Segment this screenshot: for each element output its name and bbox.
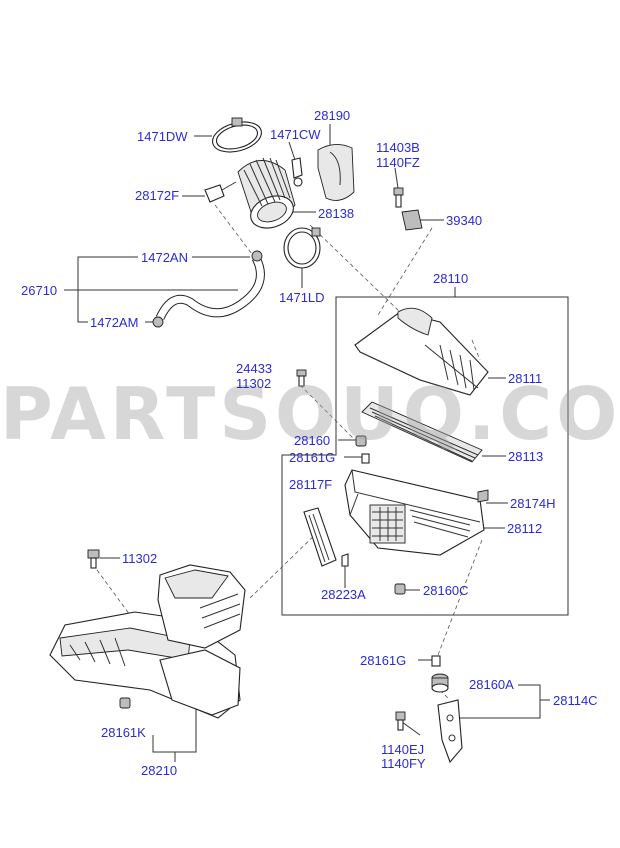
part-label-28161G-bottom[interactable]: 28161G (360, 653, 407, 668)
part-label-28112[interactable]: 28112 (507, 521, 543, 536)
grommet-28161G-bottom (431, 655, 441, 667)
part-label-1472AN[interactable]: 1472AN (141, 250, 188, 265)
part-label-28111[interactable]: 28111 (508, 371, 543, 386)
part-label-28160C[interactable]: 28160C (423, 583, 469, 598)
part-label-24433[interactable]: 24433 (236, 361, 273, 376)
part-label-1140FY[interactable]: 1140FY (381, 756, 426, 771)
part-label-28160A[interactable]: 28160A (469, 677, 514, 692)
grommet-28160C (394, 583, 406, 595)
hose-26710 (152, 250, 265, 328)
bolt-11302 (87, 549, 100, 569)
part-label-28138[interactable]: 28138 (318, 206, 355, 221)
clip-1471CW (291, 157, 303, 179)
grommet-28161G (361, 453, 370, 464)
bolt-1140EJ (395, 711, 406, 731)
part-label-1472AM[interactable]: 1472AM (90, 315, 139, 330)
cover-28111 (354, 307, 489, 396)
part-label-39340[interactable]: 39340 (446, 213, 483, 228)
clip-28223A (341, 553, 349, 567)
fitting-28174H (477, 489, 489, 503)
assembly-box-28110 (281, 296, 569, 616)
bolt-11403B (393, 187, 404, 208)
connector-28172F (204, 184, 225, 203)
part-label-28110[interactable]: 28110 (433, 271, 469, 286)
part-label-1140FZ[interactable]: 1140FZ (376, 155, 420, 170)
part-label-1471DW[interactable]: 1471DW (137, 129, 188, 144)
case-28112 (344, 469, 485, 556)
bracket-28114C (437, 699, 463, 764)
part-label-1471LD[interactable]: 1471LD (279, 290, 325, 305)
element-28117F (303, 507, 337, 567)
part-label-1140EJ[interactable]: 1140EJ (381, 742, 425, 757)
bracket-26710 (64, 256, 238, 323)
part-label-11403B[interactable]: 11403B (376, 140, 420, 155)
part-label-1471CW[interactable]: 1471CW (270, 127, 321, 142)
part-label-28223A[interactable]: 28223A (321, 587, 366, 602)
part-label-26710[interactable]: 26710 (21, 283, 58, 298)
sensor-39340 (401, 209, 423, 231)
grommet-28160A (431, 673, 449, 693)
grommet-28160 (355, 435, 367, 447)
filter-28113 (361, 401, 483, 463)
hose-28138 (237, 157, 296, 229)
part-label-11302-top[interactable]: 11302 (236, 376, 272, 391)
part-label-28172F[interactable]: 28172F (135, 188, 180, 203)
part-label-28210[interactable]: 28210 (141, 763, 178, 778)
part-label-28160[interactable]: 28160 (294, 433, 331, 448)
boot-28190 (317, 144, 355, 201)
part-label-28190[interactable]: 28190 (314, 108, 351, 123)
watermark: PARTSOUQ.COM (0, 372, 620, 456)
part-label-28161G-top[interactable]: 28161G (289, 450, 336, 465)
part-label-28174H[interactable]: 28174H (510, 496, 556, 511)
part-label-11302-left[interactable]: 11302 (122, 551, 158, 566)
duct-28210 (49, 564, 246, 719)
part-label-28161K[interactable]: 28161K (101, 725, 146, 740)
part-label-28113[interactable]: 28113 (508, 449, 544, 464)
bolt-24433 (296, 369, 307, 387)
part-label-28117F[interactable]: 28117F (289, 477, 333, 492)
part-label-28114C[interactable]: 28114C (553, 693, 598, 708)
grommet-28161K (119, 697, 131, 709)
